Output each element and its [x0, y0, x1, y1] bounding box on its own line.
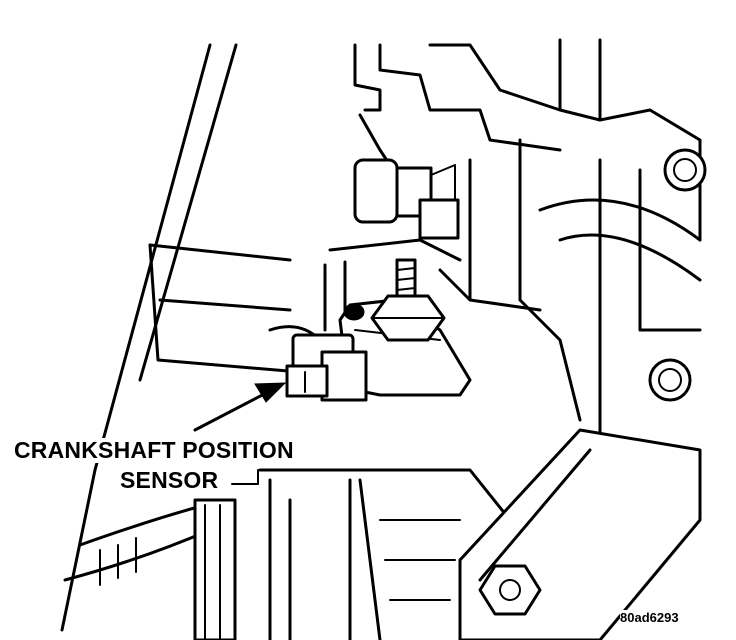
transmission-housing: [148, 243, 602, 640]
mount-hole: [343, 303, 365, 321]
crankshaft-position-sensor: [268, 325, 368, 402]
callout-label-line-2: SENSOR: [118, 467, 221, 493]
callout-arrow: [193, 382, 287, 432]
callout-leader: [231, 469, 259, 485]
block-bolt-upper: [663, 148, 707, 192]
driveline: [63, 498, 237, 640]
bracket-bolt: [478, 564, 542, 616]
block-bolt-middle: [648, 358, 692, 402]
upper-connector: [353, 113, 460, 240]
callout-label-line-1: CRANKSHAFT POSITION: [12, 437, 296, 463]
mount-nut: [370, 294, 446, 342]
figure-code: 80ad6293: [620, 610, 679, 625]
engine-block: [353, 38, 702, 442]
